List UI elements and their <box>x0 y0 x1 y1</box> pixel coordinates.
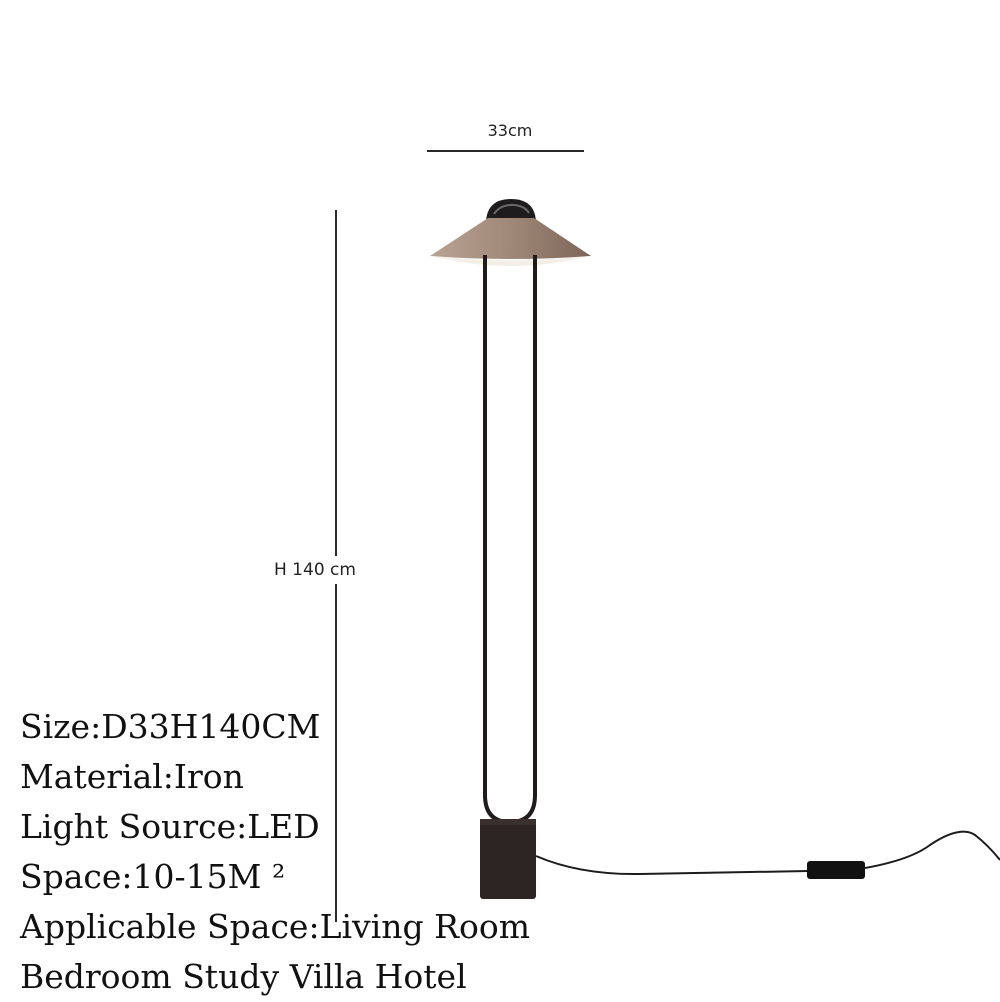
lamp-shade <box>430 218 591 259</box>
lamp-base <box>480 819 536 899</box>
lamp-cap <box>486 199 536 222</box>
spec-light-source: Light Source:LED <box>20 807 320 846</box>
spec-size: Size:D33H140CM <box>20 707 321 746</box>
spec-applicable-space: Applicable Space:Living Room <box>20 907 530 946</box>
width-dimension-label: 33cm <box>487 121 533 140</box>
width-dimension-line <box>427 150 584 152</box>
spec-space: Space:10-15M ² <box>20 857 286 896</box>
spec-material: Material:Iron <box>20 757 244 796</box>
height-dimension-label: H 140 cm <box>272 556 358 584</box>
cord-switch <box>807 861 865 879</box>
spec-list: Size:D33H140CM Material:Iron Light Sourc… <box>20 702 530 1002</box>
spec-applicable-space-cont: Bedroom Study Villa Hotel <box>20 957 467 996</box>
power-cord <box>535 855 809 876</box>
